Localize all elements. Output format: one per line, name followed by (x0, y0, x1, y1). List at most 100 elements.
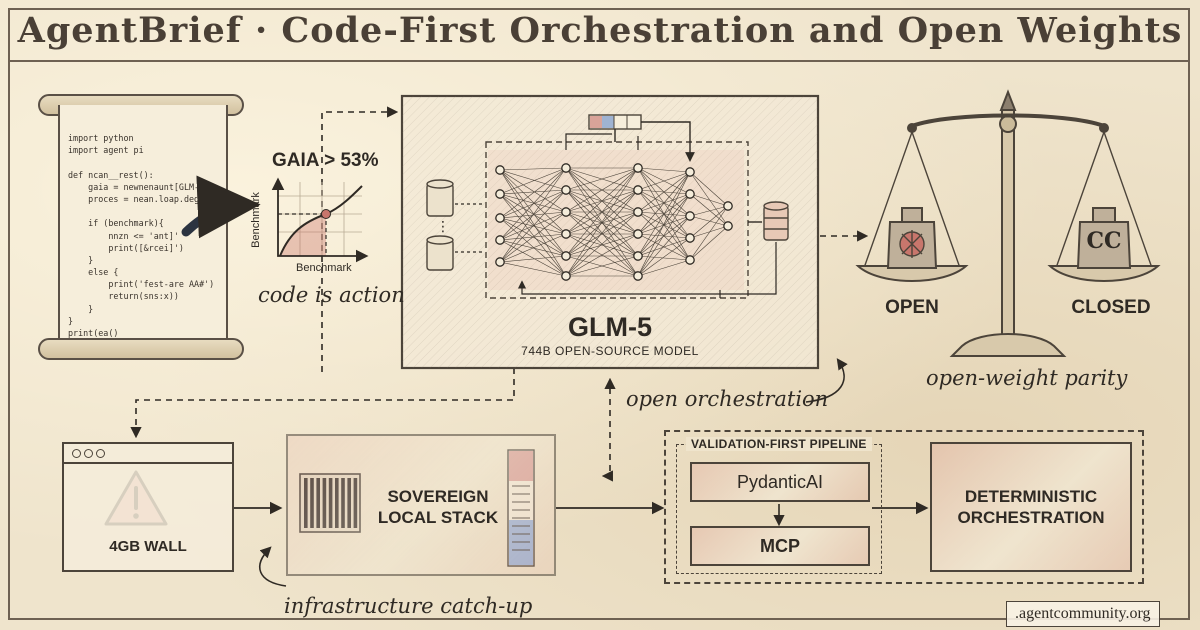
sovereign-stack-box (286, 434, 556, 576)
nn-edge (499, 167, 567, 171)
nn-edge (499, 169, 567, 191)
nn-node (561, 185, 571, 195)
nn-edge (689, 225, 729, 239)
nn-edge (499, 211, 567, 263)
rack-slat (310, 478, 314, 528)
nn-edge (565, 189, 639, 277)
rack-slat (304, 478, 308, 528)
nn-edge (637, 193, 691, 257)
nn-node (633, 185, 643, 195)
code-line: import agent pi (68, 145, 144, 156)
nn-edge (499, 169, 567, 277)
nn-edge (499, 169, 567, 213)
nn-node (495, 235, 505, 245)
nn-edge (637, 167, 691, 173)
nn-edge (499, 255, 567, 263)
code-line: return(sns:x)) (68, 291, 179, 302)
closed-label: CLOSED (1071, 297, 1151, 318)
nn-edge (565, 211, 639, 277)
nn-edge (637, 171, 691, 213)
nn-edge (689, 171, 729, 227)
pipeline-outer-group (664, 430, 1144, 584)
nn-edge (565, 167, 639, 277)
open-label: OPEN (885, 297, 939, 318)
nn-edge (565, 233, 639, 277)
rack-slat (341, 478, 345, 528)
nn-node (685, 211, 695, 221)
nn-node (723, 221, 733, 231)
gaia-chart-title: GAIA > 53% (272, 150, 379, 171)
nn-node (633, 251, 643, 261)
footer-url: .agentcommunity.org (1006, 601, 1160, 627)
deterministic-line1: DETERMINISTIC (964, 487, 1098, 506)
output-database-icon (763, 201, 789, 241)
scroll-bottom-roll (38, 338, 244, 360)
nn-node (561, 229, 571, 239)
deterministic-line2: ORCHESTRATION (957, 508, 1105, 527)
model-name: GLM-5 (568, 312, 652, 342)
sovereign-model-connector (601, 377, 616, 482)
nn-edge (689, 225, 729, 261)
mcp-step: MCP (690, 526, 870, 566)
nn-node (685, 233, 695, 243)
nn-edge (499, 167, 567, 241)
nn-edge (499, 261, 567, 277)
rack-slat (322, 478, 327, 528)
window-title-bar (64, 444, 232, 464)
nn-node (685, 255, 695, 265)
nn-edge (637, 255, 691, 261)
nn-edge (565, 167, 639, 191)
code-line: } (68, 254, 94, 265)
nn-edge (499, 193, 567, 257)
nn-node (495, 257, 505, 267)
nn-node (561, 207, 571, 217)
open-orchestration-caption: open orchestration (626, 387, 829, 411)
nn-edge (637, 215, 691, 277)
code-line: else { (68, 267, 119, 278)
nn-edge (637, 259, 691, 277)
nn-edge (689, 193, 729, 207)
nn-edge (499, 193, 567, 277)
nn-edge (565, 167, 639, 235)
nn-edge (499, 189, 567, 195)
code-line: } (68, 315, 74, 326)
rack-slat (328, 478, 333, 528)
nn-edge (499, 233, 567, 263)
gaia-x-axis-label: Benchmark (296, 262, 352, 274)
balance-scales-icon (855, 89, 1161, 357)
nn-edge (565, 167, 639, 213)
open-weight-parity-caption: open-weight parity (926, 366, 1128, 390)
code-is-action-caption: code is action (258, 283, 405, 307)
nn-edge (689, 205, 729, 261)
nn-edge (689, 205, 729, 239)
nn-node (633, 163, 643, 173)
nn-edge (499, 193, 567, 235)
nn-edge (565, 189, 639, 257)
rack-slat (316, 478, 320, 528)
nn-edge (499, 189, 567, 263)
code-line: print(ea() (68, 328, 119, 338)
nn-edge (499, 169, 567, 257)
nn-node (495, 213, 505, 223)
threshold-point (321, 209, 331, 219)
window-dot-icon (96, 449, 105, 458)
code-line: gaia = newnenaunt[GLM-5'] (68, 181, 215, 192)
nn-edge (637, 193, 691, 277)
rack-slat (335, 478, 339, 528)
model-box-drawing: ⋮ (400, 94, 820, 370)
wall-label: 4GB WALL (109, 538, 187, 555)
code-line: } (68, 303, 94, 314)
sovereign-label-line1: SOVEREIGN (387, 487, 489, 506)
nn-node (723, 201, 733, 211)
nn-edge (637, 237, 691, 257)
nn-node (633, 271, 643, 281)
svg-text:⋮: ⋮ (436, 219, 450, 235)
page-title: AgentBrief · Code-First Orchestration an… (17, 10, 1183, 51)
neural-network-icon (495, 163, 733, 281)
code-line: print('fest-are AA#') (68, 279, 215, 290)
model-to-wall-connector (130, 368, 515, 439)
scroll-to-chart-arrow (181, 175, 261, 239)
input-database-icon (426, 179, 454, 271)
pydanticai-step: PydanticAI (690, 462, 870, 502)
